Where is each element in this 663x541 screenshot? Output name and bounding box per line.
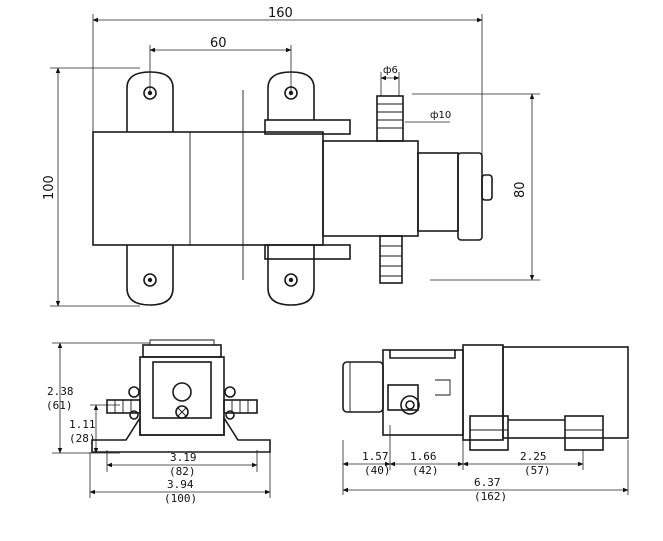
dim-394-mm-label: (100)	[164, 492, 197, 505]
side-view-bracket	[462, 344, 504, 441]
dim-100-label: 100	[42, 175, 57, 200]
side-view-pump-head	[382, 349, 464, 436]
mount-tab-left-lower	[126, 245, 174, 306]
dim-111-label: 1.11	[69, 418, 96, 431]
dim-225-label: 2.25	[520, 450, 547, 463]
dim-238-label: 2.38	[47, 385, 74, 398]
dim-637-mm-label: (162)	[474, 490, 507, 503]
pump-head	[322, 140, 419, 237]
top-view: 160 60 100 80 ф6 ф10	[42, 6, 540, 307]
mount-tab-left-upper	[126, 71, 174, 132]
dim-111-mm-label: (28)	[69, 432, 96, 445]
side-view: 1.57 (40) 1.66 (42) 2.25 (57) 6.37 (162)	[342, 344, 629, 503]
dim-160-label: 160	[268, 6, 293, 21]
dim-port-small-label: ф6	[383, 65, 398, 76]
motor-body	[92, 131, 324, 246]
side-view-foot-left	[469, 415, 509, 451]
bracket-upper	[264, 119, 351, 135]
side-view-foot-right	[564, 415, 604, 451]
mount-tab-right-upper	[267, 71, 315, 120]
dim-238-mm-label: (61)	[46, 399, 73, 412]
end-view-port	[172, 382, 192, 402]
dim-225-mm-label: (57)	[524, 464, 551, 477]
dim-port-large-label: ф10	[430, 110, 451, 121]
dim-319-mm-label: (82)	[169, 465, 196, 478]
side-view-end-cap	[342, 361, 384, 413]
end-view: 2.38 (61) 1.11 (28) 3.19 (82) 3.94 (100)	[46, 339, 271, 505]
dim-637-label: 6.37	[474, 476, 501, 489]
dim-157-label: 1.57	[362, 450, 389, 463]
outlet-port	[379, 235, 403, 284]
dim-166-mm-label: (42)	[412, 464, 439, 477]
side-view-port	[400, 395, 420, 415]
dim-157-mm-label: (40)	[364, 464, 391, 477]
end-view-feet	[91, 415, 271, 453]
dim-394-label: 3.94	[167, 478, 194, 491]
inlet-port	[376, 95, 404, 142]
dim-319-label: 3.19	[170, 451, 197, 464]
dim-166-label: 1.66	[410, 450, 437, 463]
bracket-lower	[264, 244, 351, 260]
pump-end-cap	[457, 152, 483, 241]
dim-80-label: 80	[513, 181, 528, 198]
dim-60-label: 60	[210, 36, 227, 51]
mount-tab-right-lower	[267, 245, 315, 306]
pump-cap	[417, 152, 459, 232]
